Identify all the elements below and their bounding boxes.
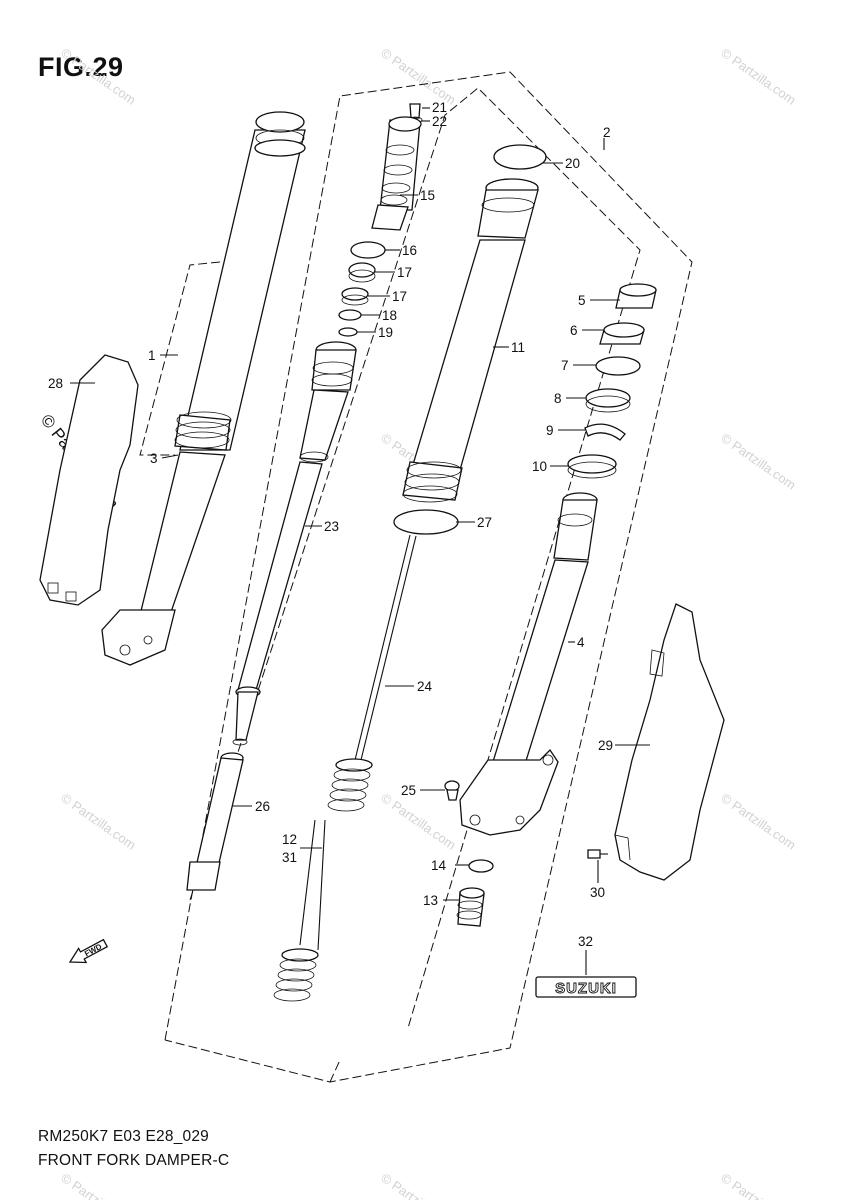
lower-slider <box>186 752 244 891</box>
callout-6: 6 <box>570 323 578 338</box>
damper-rod <box>354 534 417 761</box>
fork-guard-left <box>39 354 139 606</box>
callout-20: 20 <box>565 156 580 171</box>
bolt-30 <box>587 849 608 859</box>
callout-2: 2 <box>603 125 611 140</box>
callout-29: 29 <box>598 738 613 753</box>
callout-labels: 21 22 2 20 15 16 17 17 18 19 5 6 7 8 9 1… <box>48 100 613 949</box>
callout-21: 21 <box>432 100 447 115</box>
fwd-direction-marker: FWD <box>68 938 109 964</box>
callout-27: 27 <box>477 515 492 530</box>
callout-3: 3 <box>150 451 158 466</box>
callout-10: 10 <box>532 459 547 474</box>
emblem-text: SUZUKI <box>555 980 617 997</box>
fork-guard-right <box>614 603 725 881</box>
spring-upper <box>327 758 373 812</box>
inner-tube <box>459 492 598 836</box>
callout-18: 18 <box>382 308 397 323</box>
callout-leaders <box>70 107 650 975</box>
model-code: RM250K7 E03 E28_029 <box>38 1128 209 1145</box>
callout-25: 25 <box>401 783 416 798</box>
callout-31: 31 <box>282 850 297 865</box>
callout-30: 30 <box>590 885 605 900</box>
assembly-outline <box>139 71 693 1083</box>
watermark-text: © Partzilla.com <box>378 1170 458 1200</box>
callout-7: 7 <box>561 358 569 373</box>
bushings-and-seals <box>567 283 657 479</box>
callout-15: 15 <box>420 188 435 203</box>
watermark-text: © Partzilla.com <box>718 45 798 108</box>
damper-cylinder <box>232 341 357 746</box>
watermark-text: © Partzilla.com <box>718 430 798 493</box>
ring-20 <box>493 144 547 170</box>
callout-12: 12 <box>282 832 297 847</box>
watermark-text: © Partzilla.com <box>378 45 458 108</box>
callout-17b: 17 <box>392 289 407 304</box>
outer-tube-left <box>101 111 306 666</box>
bleed-screw-25 <box>444 780 460 801</box>
spring-lower <box>273 819 326 1002</box>
watermark-text: © Partzilla.com <box>718 790 798 853</box>
damper-head <box>371 116 422 231</box>
watermark-text: © Partzilla.com <box>718 1170 798 1200</box>
callout-8: 8 <box>554 391 562 406</box>
callout-19: 19 <box>378 325 393 340</box>
callout-22: 22 <box>432 114 447 129</box>
watermark-text: © Partzilla.com <box>58 1170 138 1200</box>
callout-11: 11 <box>511 340 525 355</box>
callout-16: 16 <box>402 243 417 258</box>
callout-24: 24 <box>417 679 433 694</box>
o-ring-27 <box>393 509 459 535</box>
callout-9: 9 <box>546 423 554 438</box>
callout-1: 1 <box>148 348 156 363</box>
washer-14 <box>468 859 494 873</box>
outer-tube-right <box>402 178 539 503</box>
callout-17: 17 <box>397 265 412 280</box>
seal-rings-16-19 <box>338 241 386 337</box>
callout-4: 4 <box>577 635 585 650</box>
callout-13: 13 <box>423 893 438 908</box>
callout-28: 28 <box>48 376 63 391</box>
watermark-text: © Partzilla.com <box>378 790 458 853</box>
callout-23: 23 <box>324 519 339 534</box>
plug-13 <box>456 887 485 927</box>
callout-32: 32 <box>578 934 593 949</box>
watermark-text: © Partzilla.com <box>58 45 138 108</box>
figure-caption: FRONT FORK DAMPER-C <box>38 1152 230 1169</box>
figure-title: FIG.29 <box>38 52 124 82</box>
callout-26: 26 <box>255 799 270 814</box>
watermark-text: © Partzilla.com <box>58 790 138 853</box>
suzuki-emblem: SUZUKI <box>535 976 637 998</box>
callout-14: 14 <box>431 858 447 873</box>
callout-5: 5 <box>578 293 586 308</box>
